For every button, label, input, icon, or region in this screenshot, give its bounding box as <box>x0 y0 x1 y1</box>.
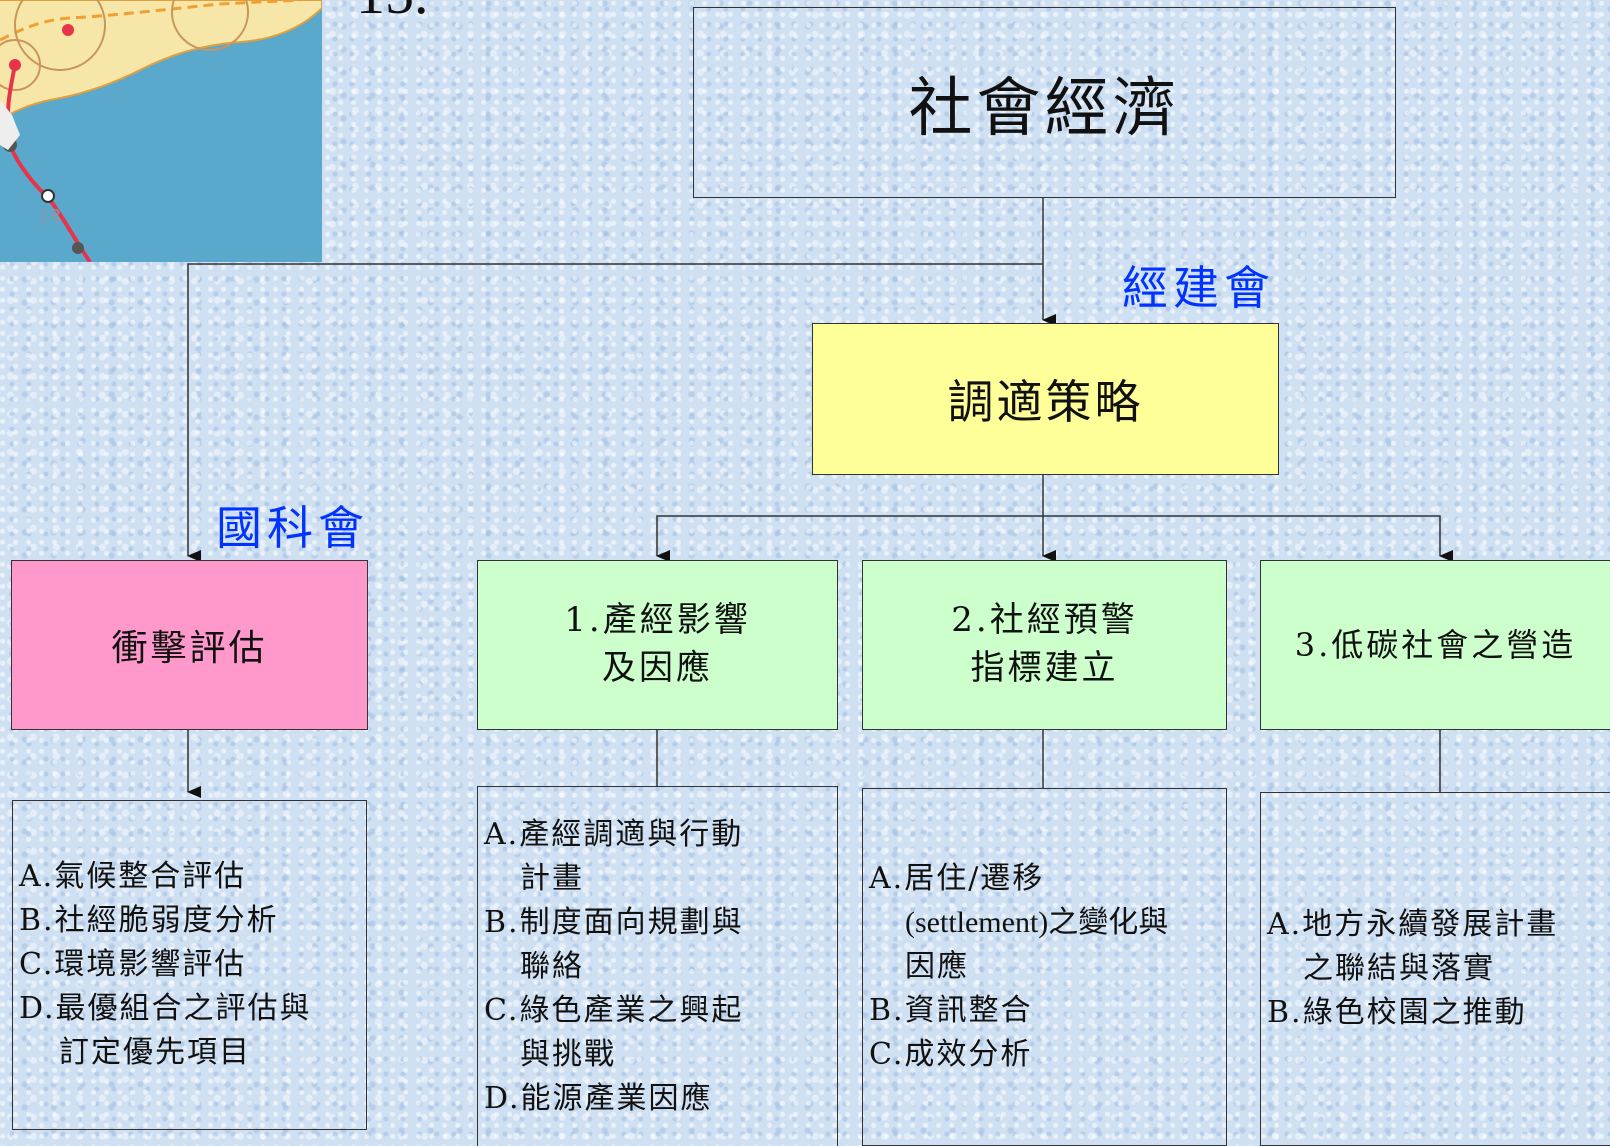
strategy-2-detail-item: C.成效分析 <box>869 1037 1033 1072</box>
impact-detail-item: 訂定優先項目 <box>59 1035 251 1070</box>
strategy-3-details-box: A.地方永續發展計畫 之聯結與落實 B.綠色校園之推動 <box>1260 792 1610 1146</box>
adaptation-strategy-box: 調適策略 <box>812 323 1279 475</box>
strategy-2-label-line-1: 2.社經預警 <box>951 600 1138 641</box>
strategy-3-label-line-1: 3.低碳社會之營造 <box>1294 625 1577 664</box>
strategy-box-2: 2.社經預警 指標建立 <box>862 560 1227 730</box>
strategy-3-detail-item: A.地方永續發展計畫 <box>1267 907 1559 942</box>
strategy-3-detail-item: 之聯結與落實 <box>1303 951 1495 986</box>
impact-label: 衝擊評估 <box>111 628 268 669</box>
impact-detail-item: B.社經脆弱度分析 <box>19 903 279 938</box>
strategy-2-detail-item: B.資訊整合 <box>869 993 1033 1028</box>
connector-adaptation-to-strategy-1 <box>656 515 1043 562</box>
adaptation-label: 調適策略 <box>947 375 1144 429</box>
strategy-2-detail-item: 因應 <box>905 949 969 984</box>
strategy-1-label-line-2: 及因應 <box>601 648 713 688</box>
strategy-2-detail-item: A.居住/遷移 <box>869 861 1045 896</box>
strategy-1-detail-item: 與挑戰 <box>520 1036 616 1072</box>
impact-assessment-box: 衝擊評估 <box>11 560 368 730</box>
strategy-2-detail-item: (settlement)之變化與 <box>905 906 1169 939</box>
strategy-1-label-line-1: 1.產經影響 <box>564 600 751 641</box>
strategy-1-detail-item: D.能源產業因應 <box>484 1080 713 1116</box>
strategy-box-3: 3.低碳社會之營造 <box>1260 560 1610 730</box>
root-box-socioeconomic: 社會經濟 <box>693 7 1396 198</box>
strategy-2-label-line-2: 指標建立 <box>970 648 1119 688</box>
agency-label-cepd: 經建會 <box>1122 261 1275 315</box>
connector-root-to-impact <box>187 263 1043 562</box>
map-day-label: 28 <box>38 206 61 227</box>
strategy-3-detail-item: B.綠色校園之推動 <box>1267 995 1527 1030</box>
impact-detail-item: C.環境影響評估 <box>19 947 247 982</box>
strategy-1-detail-item: 計畫 <box>520 860 584 896</box>
impact-detail-item: A.氣候整合評估 <box>19 859 247 894</box>
agency-label-nsc: 國科會 <box>216 501 369 555</box>
strategy-1-detail-item: 聯絡 <box>520 948 584 984</box>
strategy-1-details-box: A.產經調適與行動 計畫 B.制度面向規劃與 聯絡 C.綠色產業之興起 與挑戰 … <box>477 786 838 1146</box>
connector-adaptation-to-strategy-3 <box>1043 515 1453 562</box>
strategy-1-detail-item: B.制度面向規劃與 <box>484 904 744 940</box>
impact-details-box: A.氣候整合評估 B.社經脆弱度分析 C.環境影響評估 D.最優組合之評估與 訂… <box>12 800 367 1130</box>
strategy-2-details-box: A.居住/遷移 (settlement)之變化與 因應 B.資訊整合 C.成效分… <box>862 788 1227 1146</box>
strategy-1-detail-item: C.綠色產業之興起 <box>484 992 744 1028</box>
typhoon-track-map: 28 <box>0 0 322 262</box>
strategy-1-detail-item: A.產經調適與行動 <box>484 816 744 852</box>
root-label: 社會經濟 <box>908 71 1181 146</box>
strategy-box-1: 1.產經影響 及因應 <box>477 560 838 730</box>
impact-detail-item: D.最優組合之評估與 <box>19 991 312 1026</box>
slide-number: 15. <box>356 0 429 27</box>
